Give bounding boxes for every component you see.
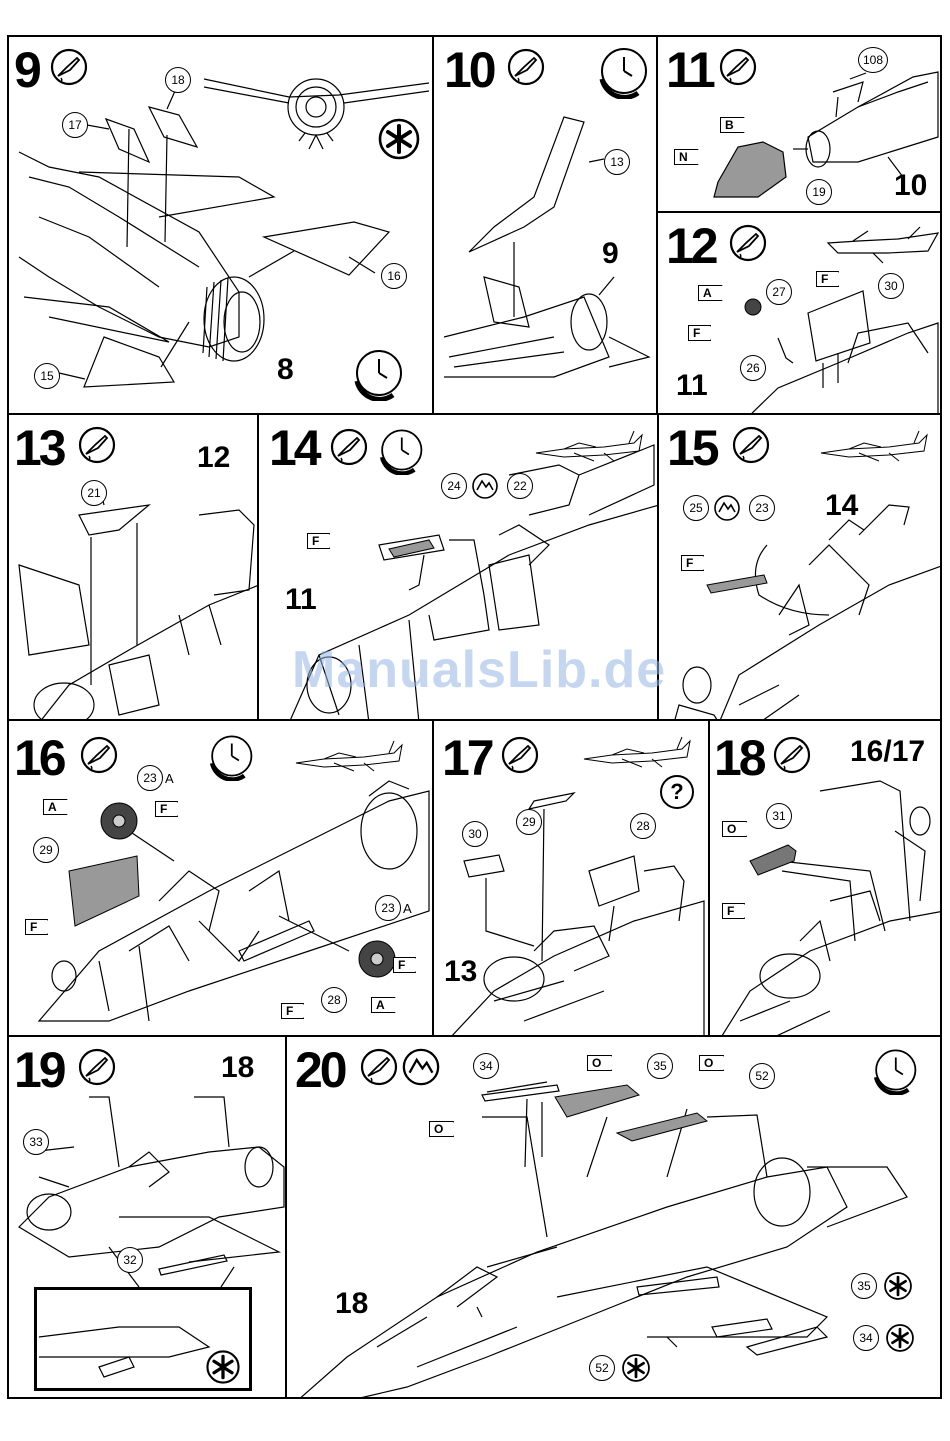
watermark-text: ManualsLib.de (292, 640, 666, 700)
part-callout: 33 (23, 1129, 49, 1155)
part-callout: 34 (473, 1053, 499, 1079)
step-20-panel: 20 34 O O 35 O 52 35 34 52 18 (285, 1035, 942, 1399)
part-callout: 28 (321, 987, 347, 1013)
step-11-panel: 11 108 19 B N 10 (656, 35, 942, 213)
part-callout: 17 (62, 112, 88, 138)
optional-asterisk-icon (377, 117, 421, 161)
part-suffix: A (165, 771, 174, 786)
decal-symbol-icon (401, 1047, 441, 1087)
aircraft-silhouette-icon (819, 425, 929, 465)
part-callout: 30 (462, 821, 488, 847)
part-callout: 35 (851, 1273, 877, 1299)
part-callout: 30 (878, 273, 904, 299)
glue-tube-icon (79, 735, 119, 775)
step-number: 17 (442, 733, 492, 783)
step-19-panel: 19 18 33 32 (7, 1035, 287, 1399)
part-callout: 25 (683, 495, 709, 521)
reference-number: 11 (285, 585, 317, 615)
part-callout: 32 (117, 1247, 143, 1273)
step-9-panel: 9 18 17 16 15 8 (7, 35, 434, 415)
reference-number: 10 (894, 171, 927, 201)
step-15-panel: 15 25 23 F 14 (657, 413, 942, 721)
step-number: 13 (14, 423, 64, 473)
step-number: 19 (14, 1045, 64, 1095)
drying-clock-icon (869, 1045, 919, 1095)
step-20-illustration (287, 1037, 942, 1399)
glue-tube-icon (728, 223, 768, 263)
part-callout: 26 (740, 355, 766, 381)
step-number: 12 (666, 221, 716, 271)
optional-asterisk-icon (621, 1353, 651, 1383)
reference-number: 18 (221, 1053, 254, 1083)
part-callout: 19 (806, 179, 832, 205)
part-suffix: A (403, 901, 412, 916)
step-number: 9 (14, 45, 39, 95)
part-callout: 29 (33, 837, 59, 863)
part-callout: 31 (766, 803, 792, 829)
reference-number: 16/17 (850, 737, 925, 767)
part-callout: 27 (766, 279, 792, 305)
part-callout: 23 (749, 495, 775, 521)
step-10-panel: 10 13 9 (432, 35, 658, 415)
optional-asterisk-icon (883, 1271, 913, 1301)
decal-symbol-icon (713, 494, 741, 522)
drying-clock-icon (375, 425, 425, 475)
part-callout: 29 (516, 809, 542, 835)
reference-number: 8 (277, 355, 294, 385)
drying-clock-icon (205, 731, 255, 781)
part-callout: 52 (589, 1355, 615, 1381)
part-callout: 52 (749, 1063, 775, 1089)
reference-number: 14 (825, 491, 858, 521)
step-number: 18 (714, 733, 764, 783)
part-callout: 108 (858, 47, 888, 73)
aircraft-silhouette-icon (294, 735, 404, 775)
drying-clock-icon (594, 43, 650, 99)
glue-tube-icon (506, 47, 546, 87)
part-callout: 15 (34, 363, 60, 389)
reference-number: 11 (676, 371, 708, 401)
reference-number: 18 (335, 1289, 368, 1319)
step-number: 15 (667, 423, 717, 473)
part-callout: 35 (647, 1053, 673, 1079)
reference-number: 13 (444, 957, 477, 987)
part-callout: 18 (165, 67, 191, 93)
step-18-panel: 18 16/17 31 O F (708, 719, 942, 1037)
optional-asterisk-icon (885, 1323, 915, 1353)
glue-tube-icon (77, 425, 117, 465)
part-callout: 21 (81, 480, 107, 506)
glue-tube-icon (718, 47, 758, 87)
optional-asterisk-icon (205, 1349, 241, 1385)
step-17-panel: 17 ? 30 29 28 13 (432, 719, 710, 1037)
aircraft-silhouette-icon (534, 425, 644, 465)
decal-symbol-icon (471, 472, 499, 500)
step-number: 11 (666, 45, 713, 95)
reference-number: 12 (197, 443, 230, 473)
glue-tube-icon (772, 735, 812, 775)
step-number: 16 (14, 733, 64, 783)
part-callout: 23 (375, 895, 401, 921)
glue-tube-icon (731, 425, 771, 465)
part-callout: 34 (853, 1325, 879, 1351)
part-callout: 23 (137, 765, 163, 791)
reference-number: 9 (602, 239, 619, 269)
part-callout: 13 (604, 149, 630, 175)
step-number: 20 (295, 1045, 345, 1095)
step-13-panel: 13 21 12 (7, 413, 259, 721)
step-12-panel: 12 27 30 26 A F F 11 (656, 211, 942, 415)
part-callout: 16 (381, 263, 407, 289)
glue-tube-icon (500, 735, 540, 775)
glue-tube-icon (77, 1047, 117, 1087)
part-callout: 22 (507, 473, 533, 499)
help-question-icon: ? (660, 775, 694, 809)
glue-tube-icon (359, 1047, 399, 1087)
part-callout: 24 (441, 473, 467, 499)
glue-tube-icon (329, 427, 369, 467)
drying-clock-icon (349, 345, 405, 401)
glue-tube-icon (49, 47, 89, 87)
step-16-panel: 16 23 A 29 23 A 28 A F F F F A (7, 719, 434, 1037)
step-number: 14 (269, 423, 319, 473)
part-callout: 28 (630, 813, 656, 839)
aircraft-silhouette-icon (582, 731, 692, 771)
step-number: 10 (444, 45, 494, 95)
